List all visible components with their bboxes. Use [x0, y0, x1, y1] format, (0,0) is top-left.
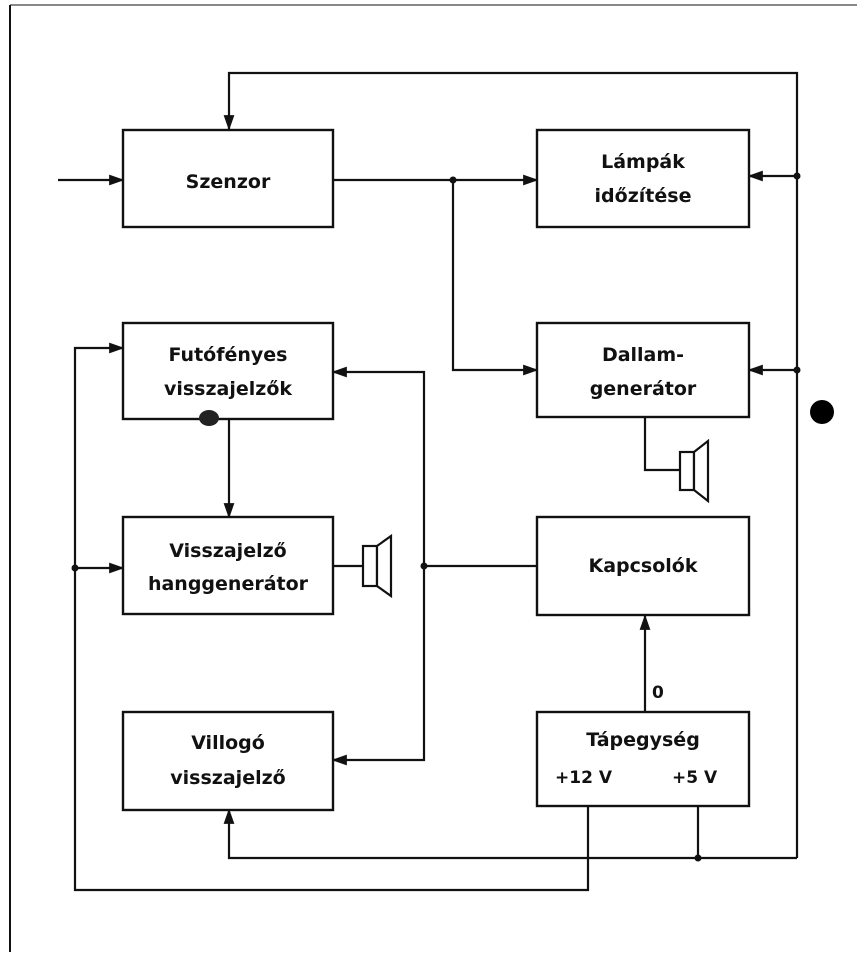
block-kapcsolok: Kapcsolók — [535, 515, 751, 617]
block-dallamgenerator: Dallam- generátor — [535, 321, 751, 419]
junction-dot — [420, 562, 428, 570]
top-feedback-wire — [223, 71, 799, 370]
junction-dot — [694, 854, 702, 862]
block-tapegyseg-label: Tápegység — [586, 729, 700, 751]
block-lampak-label-1: Lámpák — [601, 151, 685, 173]
block-hanggen-label-2: hanggenerátor — [148, 573, 309, 595]
block-visszajelzo-hanggenerator: Visszajelző hanggenerátor — [121, 515, 335, 616]
block-tapegyseg: Tápegység +12 V +5 V — [535, 710, 751, 808]
block-villogo-visszajelzo: Villogó visszajelző — [121, 710, 335, 812]
block-futofenyes-label-2: visszajelzők — [164, 378, 292, 400]
block-futofenyes-visszajelzok: Futófényes visszajelzők — [121, 321, 335, 421]
block-hanggen-label-1: Visszajelző — [169, 540, 286, 562]
ink-blot-dot — [810, 400, 834, 424]
block-dallam-label-1: Dallam- — [602, 344, 684, 366]
junction-dot — [449, 176, 457, 184]
block-futofenyes-label-1: Futófényes — [169, 344, 288, 366]
block-villogo-label-1: Villogó — [191, 732, 265, 754]
block-dallam-label-2: generátor — [590, 378, 697, 400]
speaker-icon — [678, 438, 710, 504]
block-lampak-label-2: időzítése — [595, 185, 692, 207]
block-lampak-idozitese: Lámpák időzítése — [535, 128, 751, 229]
block-szenzor-label: Szenzor — [186, 171, 271, 193]
ink-smudge — [199, 410, 219, 426]
junction-dot — [71, 564, 79, 572]
junction-dot — [793, 172, 801, 180]
kapcsolok-to-futofenyes-wire — [331, 366, 426, 566]
dallam-speaker-wire — [643, 417, 680, 472]
speaker-icon — [361, 533, 393, 599]
block-villogo-label-2: visszajelző — [170, 767, 285, 789]
block-kapcsolok-label: Kapcsolók — [589, 555, 698, 577]
ground-zero-label: 0 — [652, 683, 664, 703]
output-12v-label: +12 V — [555, 768, 613, 788]
plus12v-wire — [73, 342, 590, 892]
szenzor-to-dallam-wire — [451, 180, 539, 376]
junction-dot — [793, 366, 801, 374]
block-szenzor: Szenzor — [121, 128, 335, 229]
plus5v-wire — [223, 806, 700, 860]
kapcsolok-to-villogo-wire — [331, 566, 426, 766]
output-5v-label: +5 V — [672, 768, 718, 788]
